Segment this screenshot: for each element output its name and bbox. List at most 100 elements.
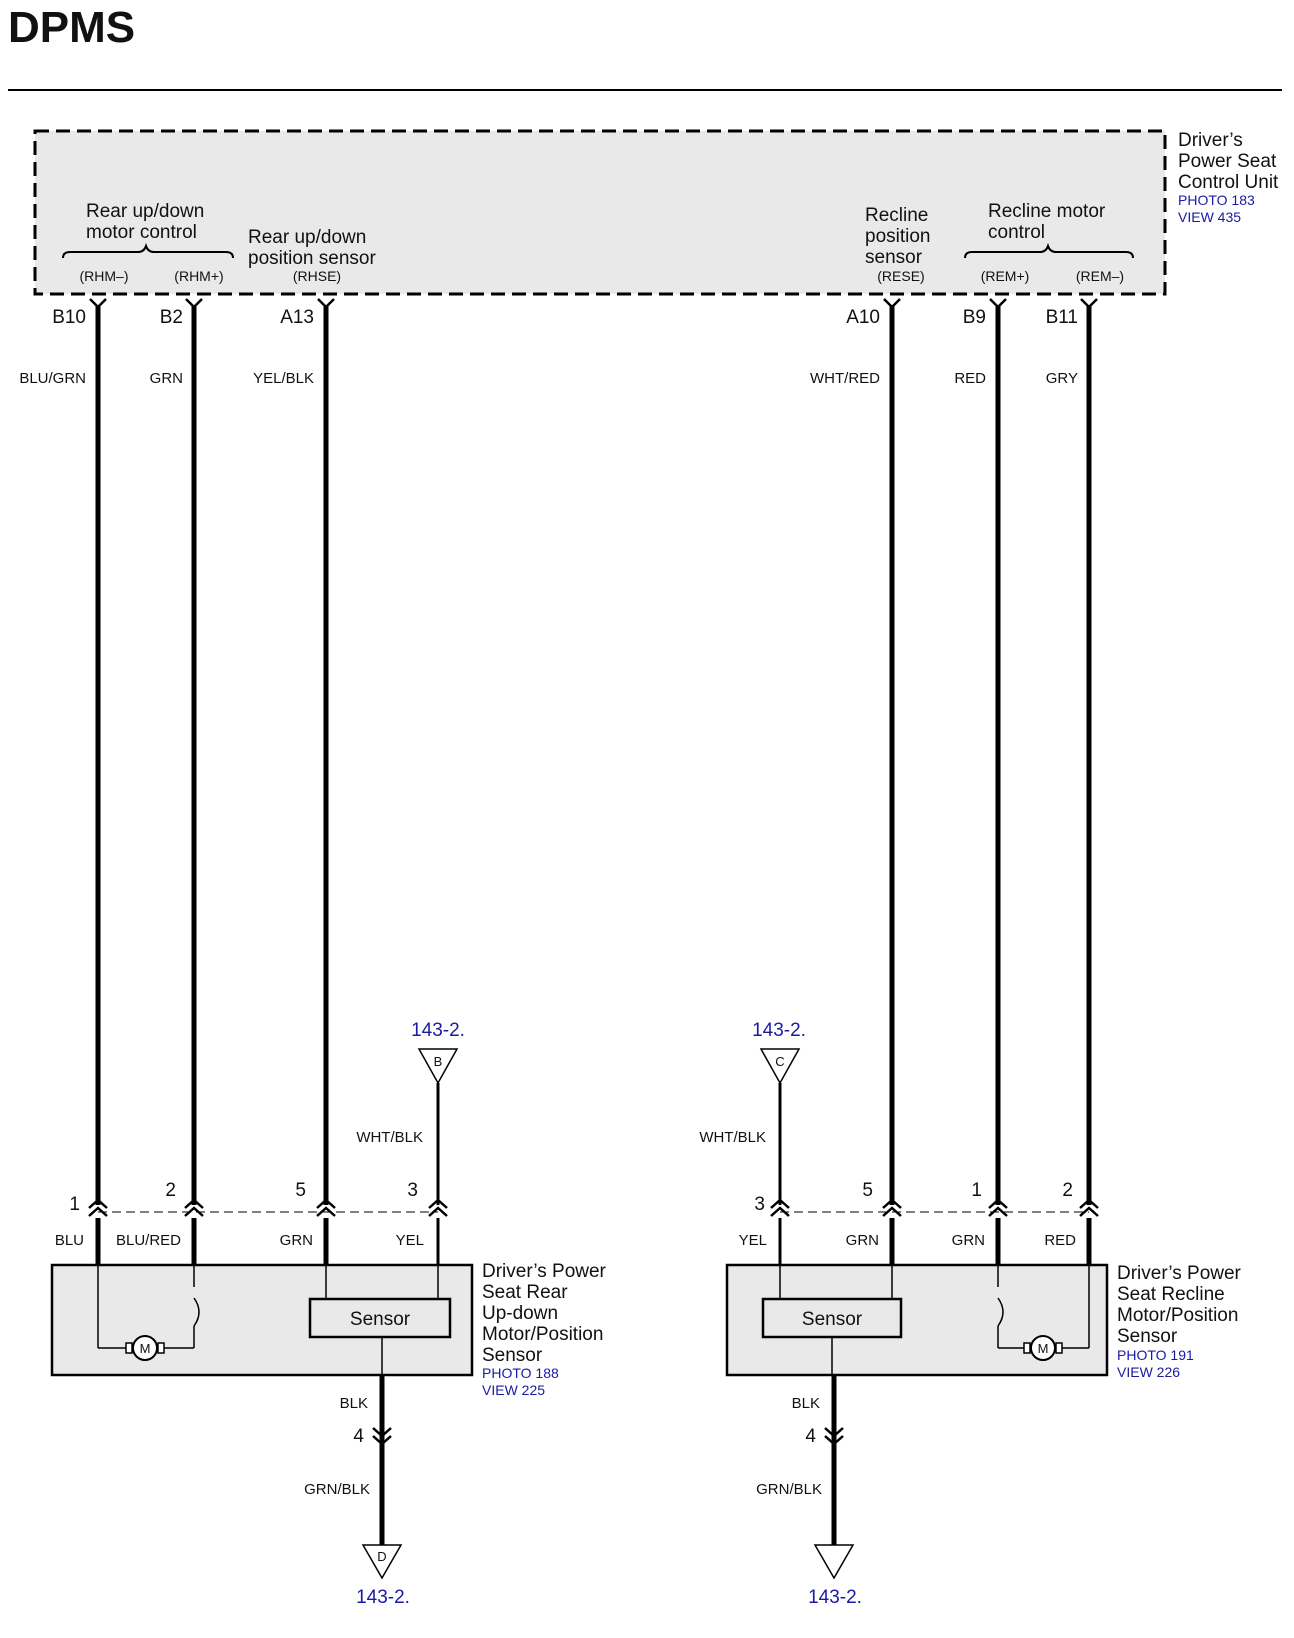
svg-text:Rear up/down: Rear up/down xyxy=(248,227,366,248)
svg-text:Up-down: Up-down xyxy=(482,1303,558,1324)
ground-left-top-color: BLK xyxy=(340,1395,368,1412)
ref-d-letter: D xyxy=(377,1549,386,1564)
ground-left-bottom-color: GRN/BLK xyxy=(304,1481,370,1498)
signal-rese: (RESE) xyxy=(877,268,924,284)
pin-a13: A13 xyxy=(280,307,314,328)
signal-rhm-plus: (RHM+) xyxy=(174,268,223,284)
pin-b9: B9 xyxy=(963,307,986,328)
ground-right-bottom-color: GRN/BLK xyxy=(756,1481,822,1498)
svg-text:Recline: Recline xyxy=(865,205,928,226)
ref-b-letter: B xyxy=(434,1054,443,1069)
svg-text:motor control: motor control xyxy=(86,222,197,243)
ref-b-wire-color: WHT/BLK xyxy=(356,1129,423,1146)
ref-c-wire-color: WHT/BLK xyxy=(699,1129,766,1146)
pin-b11: B11 xyxy=(1046,307,1078,328)
ground-left: BLK 4 GRN/BLK D 143-2. xyxy=(304,1375,410,1608)
comp-color-2-left: BLU/RED xyxy=(116,1232,181,1249)
rear-motor-group-label: Rear up/down motor control xyxy=(62,201,234,259)
pin-b10: B10 xyxy=(52,307,86,328)
color-b9: RED xyxy=(954,370,986,387)
color-b10: BLU/GRN xyxy=(19,370,86,387)
recline-sensor-group-label: Recline position sensor xyxy=(865,205,931,268)
ref-e-triangle xyxy=(813,1544,855,1580)
control-unit-label: Driver’s Power Seat Control Unit PHOTO 1… xyxy=(1178,130,1279,225)
left-component: M Sensor xyxy=(50,1263,474,1377)
ref-c: 143-2. C WHT/BLK xyxy=(699,1020,806,1205)
svg-text:Motor/Position: Motor/Position xyxy=(482,1324,603,1345)
comp-color-1-right: GRN xyxy=(952,1232,985,1249)
comp-pin-2-left: 2 xyxy=(165,1180,176,1201)
recline-motor-group-label: Recline motor control xyxy=(964,201,1134,259)
main-wires xyxy=(95,306,1092,1205)
left-motor-icon: M xyxy=(125,1335,165,1361)
color-a13: YEL/BLK xyxy=(253,370,314,387)
control-unit-photo: PHOTO 183 xyxy=(1178,192,1255,208)
left-component-view: VIEW 225 xyxy=(482,1382,545,1398)
top-connector-marks xyxy=(89,298,1098,309)
svg-text:Seat Recline: Seat Recline xyxy=(1117,1284,1225,1305)
signal-rhse: (RHSE) xyxy=(293,268,341,284)
color-b2: GRN xyxy=(150,370,183,387)
comp-pin-1-left: 1 xyxy=(69,1194,80,1215)
svg-text:Seat Rear: Seat Rear xyxy=(482,1282,568,1303)
ground-right-pin: 4 xyxy=(805,1426,816,1447)
comp-color-3-right: YEL xyxy=(739,1232,767,1249)
comp-pin-1-right: 1 xyxy=(971,1180,982,1201)
svg-text:Recline motor: Recline motor xyxy=(988,201,1106,222)
comp-pin-5-left: 5 xyxy=(295,1180,306,1201)
right-component-label: Driver’s Power Seat Recline Motor/Positi… xyxy=(1117,1263,1242,1380)
right-component-photo: PHOTO 191 xyxy=(1117,1347,1194,1363)
comp-pin-3-right: 3 xyxy=(754,1194,765,1215)
ground-right-top-color: BLK xyxy=(792,1395,820,1412)
right-motor-label: M xyxy=(1038,1341,1049,1356)
comp-pin-2-right: 2 xyxy=(1062,1180,1073,1201)
svg-text:sensor: sensor xyxy=(865,247,923,268)
comp-pin-3-left: 3 xyxy=(407,1180,418,1201)
pin-a10: A10 xyxy=(846,307,880,328)
svg-text:control: control xyxy=(988,222,1045,243)
comp-color-2-right: RED xyxy=(1044,1232,1076,1249)
color-b11: GRY xyxy=(1046,370,1078,387)
ref-d-triangle xyxy=(361,1544,403,1580)
svg-text:Sensor: Sensor xyxy=(482,1345,543,1366)
ref-d-page: 143-2. xyxy=(356,1587,410,1608)
rear-sensor-group-label: Rear up/down position sensor xyxy=(248,227,376,269)
color-a10: WHT/RED xyxy=(810,370,880,387)
comp-color-5-left: GRN xyxy=(280,1232,313,1249)
svg-text:Power Seat: Power Seat xyxy=(1178,151,1277,172)
right-component-view: VIEW 226 xyxy=(1117,1364,1180,1380)
component-connector-marks xyxy=(88,1198,1099,1217)
left-sensor-box xyxy=(308,1297,452,1339)
control-unit-view: VIEW 435 xyxy=(1178,209,1241,225)
page-title: DPMS xyxy=(8,3,135,52)
svg-text:Motor/Position: Motor/Position xyxy=(1117,1305,1238,1326)
left-component-photo: PHOTO 188 xyxy=(482,1365,559,1381)
svg-text:position: position xyxy=(865,226,931,247)
svg-text:Sensor: Sensor xyxy=(1117,1326,1178,1347)
left-motor-label: M xyxy=(140,1341,151,1356)
right-component: M Sensor xyxy=(725,1263,1109,1377)
right-motor-icon: M xyxy=(1023,1335,1063,1361)
component-stub-wires-thin xyxy=(436,1218,782,1265)
svg-text:Driver’s Power: Driver’s Power xyxy=(1117,1263,1242,1284)
comp-color-5-right: GRN xyxy=(846,1232,879,1249)
ground-left-pin: 4 xyxy=(353,1426,364,1447)
ref-b-page: 143-2. xyxy=(411,1020,465,1041)
svg-text:Driver’s Power: Driver’s Power xyxy=(482,1261,607,1282)
ref-e-page: 143-2. xyxy=(808,1587,862,1608)
left-sensor-label: Sensor xyxy=(350,1309,411,1330)
comp-color-1-left: BLU xyxy=(55,1232,84,1249)
pin-b2: B2 xyxy=(160,307,183,328)
comp-color-3-left: YEL xyxy=(396,1232,424,1249)
signal-rem-minus: (REM–) xyxy=(1076,268,1124,284)
left-component-label: Driver’s Power Seat Rear Up-down Motor/P… xyxy=(482,1261,607,1398)
svg-text:Control Unit: Control Unit xyxy=(1178,172,1279,193)
svg-text:Rear up/down: Rear up/down xyxy=(86,201,204,222)
component-stub-wires xyxy=(95,1218,1092,1265)
signal-rhm-minus: (RHM–) xyxy=(80,268,129,284)
ref-c-letter: C xyxy=(775,1054,784,1069)
control-unit-box xyxy=(33,129,1167,296)
comp-pin-5-right: 5 xyxy=(862,1180,873,1201)
ref-b: 143-2. B WHT/BLK xyxy=(356,1020,465,1205)
